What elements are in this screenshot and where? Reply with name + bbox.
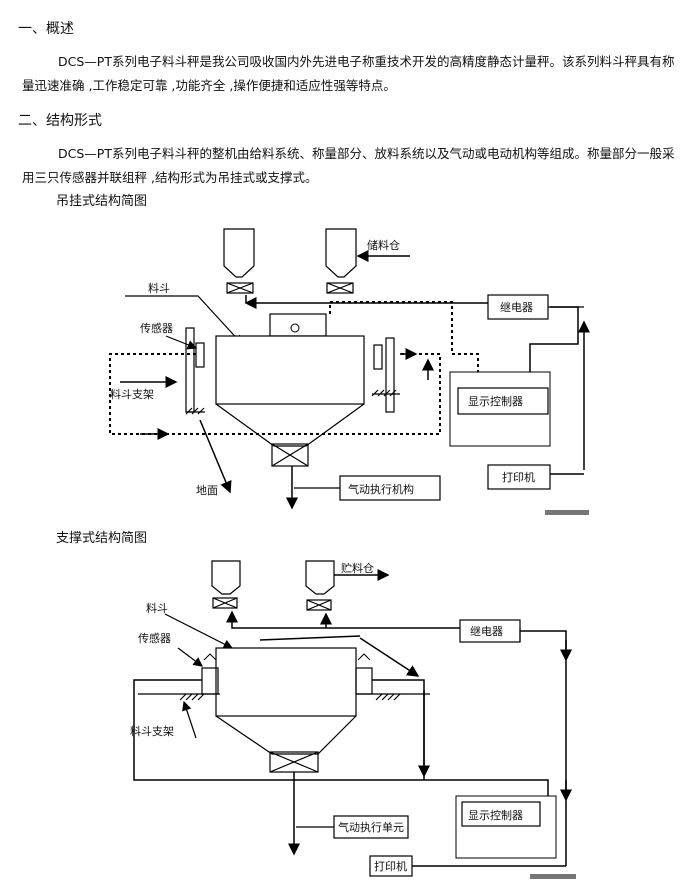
suspended-structure-diagram: 储料仓 继电器 料斗 气动执行机构 传感器 料斗支架 显示控制器 <box>109 228 590 515</box>
section-1-heading: 一、概述 <box>18 21 74 37</box>
hopper-body-2 <box>215 647 357 717</box>
ground-label: 地面 <box>196 484 218 497</box>
storage-bin-label: 储料仓 <box>367 238 400 252</box>
relay-to-valves-2 <box>226 610 460 629</box>
hopper-support-label: 料斗支架 <box>110 387 154 401</box>
signal-line-right-2 <box>372 679 425 780</box>
display-controller-box-2 <box>461 801 541 827</box>
storage-bin-right <box>325 228 357 278</box>
display-controller-box <box>457 387 549 415</box>
right-support-frame <box>371 337 400 413</box>
right-load-sensor <box>373 344 383 370</box>
feed-valve-right-2 <box>306 599 332 611</box>
signal-line-left-2 <box>133 679 549 800</box>
scan-mark <box>545 510 589 515</box>
hopper-pointer-2 <box>164 613 234 649</box>
hopper-pointer <box>125 295 243 345</box>
sensor-caps-2 <box>203 653 371 661</box>
hopper-support-label-2: 料斗支架 <box>130 724 174 738</box>
feed-valve-left <box>226 282 254 294</box>
storage-bin-left <box>223 228 255 278</box>
section-2-heading: 二、结构形式 <box>18 113 102 129</box>
sensor-pointer <box>165 335 198 350</box>
relay-line-to-hopper-2 <box>259 635 361 641</box>
left-load-sensor <box>195 342 205 368</box>
pneumatic-mechanism-label: 气动执行机构 <box>348 482 414 496</box>
sensor-pointer-2 <box>177 647 203 667</box>
storage-bin-label-2: 贮料仓 <box>341 561 374 575</box>
pneumatic-mechanism-box <box>339 475 441 501</box>
hopper-cone-2 <box>215 715 357 755</box>
relay-label-2: 继电器 <box>470 625 503 638</box>
sensor-label-2: 传感器 <box>138 632 171 645</box>
scan-mark-2 <box>530 874 576 879</box>
diagram-2-caption: 支撑式结构简图 <box>56 531 148 546</box>
left-support-frame <box>185 327 205 415</box>
hopper-label-2: 料斗 <box>146 601 168 615</box>
sensor-label: 传感器 <box>140 322 173 335</box>
discharge-valve <box>271 443 309 467</box>
hopper-label: 料斗 <box>148 281 170 295</box>
sensor-signal-loop <box>109 353 441 435</box>
hopper-body <box>215 335 365 405</box>
diagram-1-caption: 吊挂式结构简图 <box>56 194 148 209</box>
right-support-2 <box>355 667 430 701</box>
hopper-support-pointer-2 <box>182 700 197 739</box>
section-1-paragraph-text: DCS—PT系列电子料斗秤是我公司吸收国内外先进电子称重技术开发的高精度静态计量… <box>22 54 675 93</box>
hopper-cone <box>215 403 365 447</box>
pneumatic-unit-box <box>333 815 409 839</box>
storage-bin-right-2 <box>305 560 335 595</box>
ground-pointer <box>199 419 232 494</box>
printer-box <box>487 464 551 490</box>
printer-label-2: 打印机 <box>374 859 407 873</box>
discharge-valve-2 <box>269 751 319 773</box>
display-controller-label-2: 显示控制器 <box>468 808 523 822</box>
relay-label: 继电器 <box>500 301 533 314</box>
section-2-paragraph: DCS—PT系列电子料斗秤的整机由给料系统、称量部分、放料系统以及气动或电动机构… <box>22 142 678 190</box>
printer-label: 打印机 <box>502 470 535 484</box>
section-1-paragraph: DCS—PT系列电子料斗秤是我公司吸收国内外先进电子称重技术开发的高精度静态计量… <box>22 50 678 98</box>
feed-valve-left-2 <box>212 597 238 609</box>
section-2-paragraph-text: DCS—PT系列电子料斗秤的整机由给料系统、称量部分、放料系统以及气动或电动机构… <box>22 146 675 185</box>
pneumatic-unit-label: 气动执行单元 <box>338 820 404 834</box>
supported-structure-diagram: 贮料仓 继电器 料斗 传感器 料斗支架 显示控制器 气动执行单 <box>130 560 576 879</box>
feed-valve-right <box>326 282 354 294</box>
relay-to-right-sensor-2 <box>359 637 420 677</box>
display-controller-label: 显示控制器 <box>468 394 523 408</box>
hopper-top-ring <box>290 323 300 333</box>
left-support-2 <box>138 667 220 701</box>
storage-bin-left-2 <box>211 560 241 595</box>
